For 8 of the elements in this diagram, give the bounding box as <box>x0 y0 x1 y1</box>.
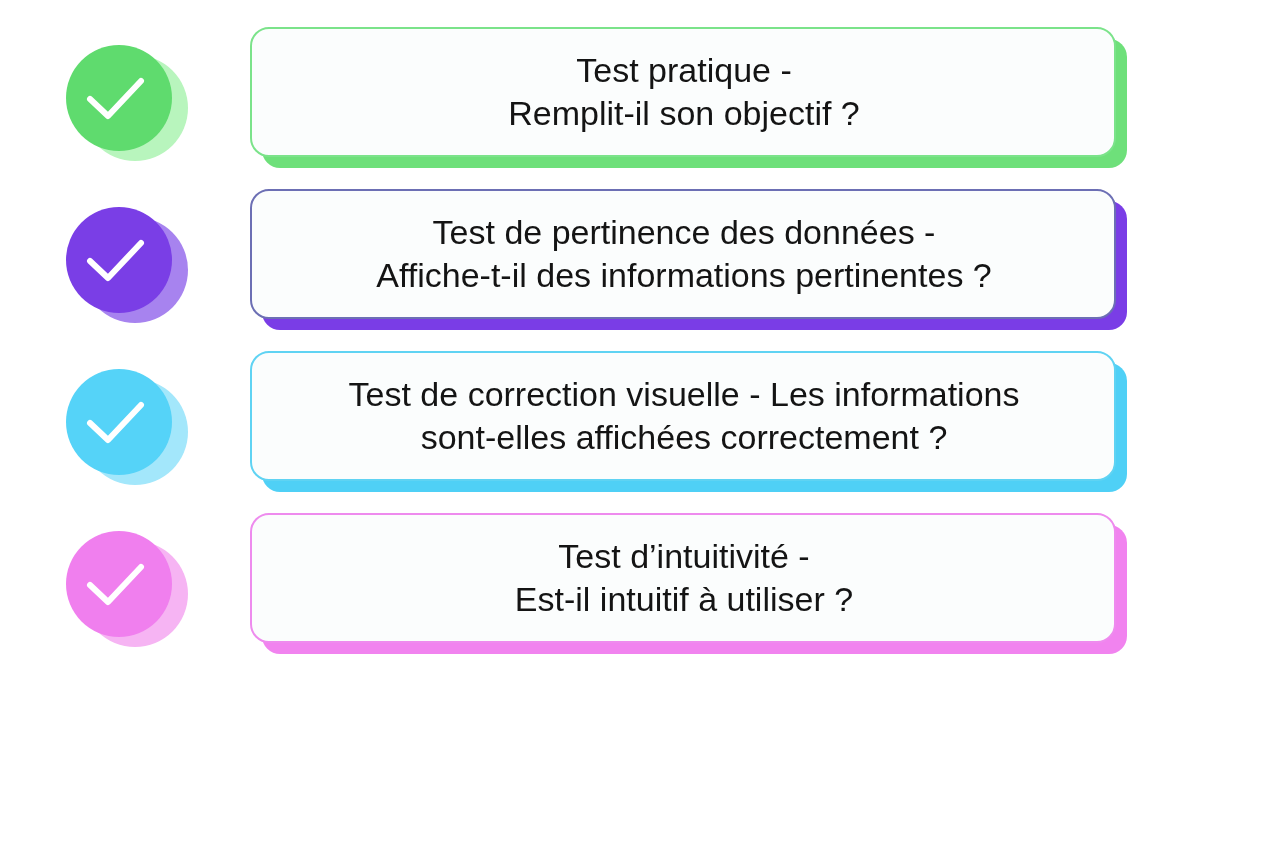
text-card <box>250 513 1128 655</box>
card-text: Test de correction visuelle - Les informations sont-elles affichées correctement ? <box>348 374 1020 458</box>
text-card <box>250 189 1128 331</box>
card-text: Test d’intuitivité - Est-il intuitif à utiliser ? <box>514 536 854 620</box>
text-card <box>250 351 1128 493</box>
card-text: Test pratique - Remplit-il son objectif ? <box>508 50 860 134</box>
text-card <box>250 27 1128 169</box>
card-text: Test de pertinence des données - Affiche-t-il des informations pertinentes ? <box>376 212 992 296</box>
